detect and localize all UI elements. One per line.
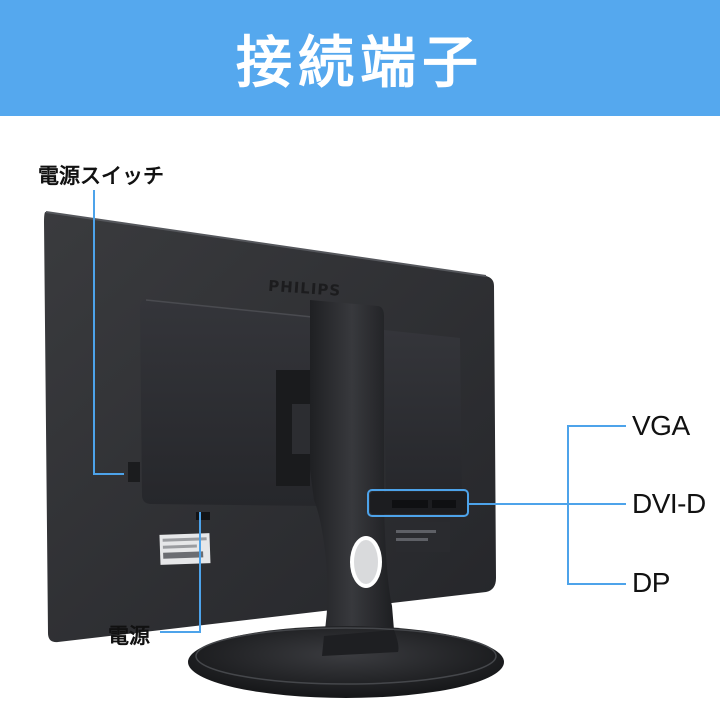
callout-lines	[93, 190, 626, 633]
header-title: 接続端子	[236, 30, 484, 96]
vga-label: VGA	[632, 410, 690, 441]
monitor-brand-logo: PHILIPS	[268, 277, 342, 300]
power-label: 電源	[108, 624, 150, 648]
dp-label: DP	[632, 567, 670, 598]
dvi-d-label: DVI-D	[632, 488, 706, 519]
power-switch-label: 電源スイッチ	[38, 164, 164, 188]
port-highlight-box	[367, 489, 469, 517]
header-banner: 接続端子	[0, 0, 720, 116]
power-callout-line	[160, 512, 201, 633]
monitor-rear-photo: PHILIPS	[44, 190, 626, 698]
rating-sticker	[159, 533, 211, 565]
power-switch-callout-line	[93, 190, 124, 475]
